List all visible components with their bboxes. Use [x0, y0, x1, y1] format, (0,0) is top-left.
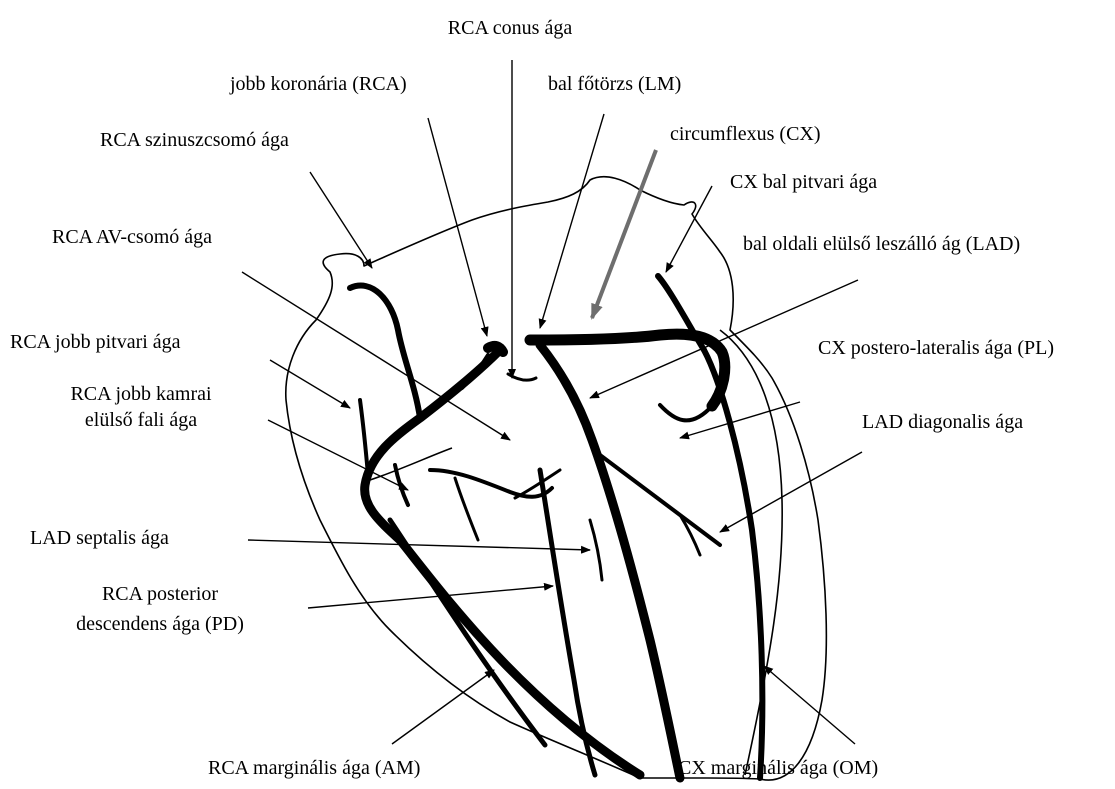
arrow-cx-atrial [666, 186, 712, 272]
arrow-rca-rv [268, 420, 408, 490]
arrow-cx-pl [680, 402, 800, 438]
arrow-cx-om [764, 666, 855, 744]
label-cx: circumflexus (CX) [670, 122, 821, 146]
arrow-rca-pd [308, 586, 553, 608]
label-lm: bal főtörzs (LM) [548, 72, 681, 96]
pointer-arrows [242, 60, 862, 744]
label-cx-pl: CX postero-lateralis ága (PL) [818, 336, 1054, 360]
arrow-lm [540, 114, 604, 328]
label-rca-pd-line1: RCA posterior [50, 582, 270, 606]
label-rca-pd-line2: descendens ága (PD) [50, 612, 270, 636]
label-rca-rv-line1: RCA jobb kamrai [36, 382, 246, 406]
label-lad-septal: LAD septalis ága [30, 526, 169, 550]
label-lad-diag: LAD diagonalis ága [862, 410, 1023, 434]
label-rca-sinus: RCA szinuszcsomó ága [100, 128, 289, 152]
label-cx-atrial: CX bal pitvari ága [730, 170, 877, 194]
label-cx-om: CX marginális ága (OM) [678, 756, 878, 780]
arrow-cx [592, 150, 656, 318]
label-rca-right-atrial: RCA jobb pitvari ága [10, 330, 181, 354]
label-lad: bal oldali elülső leszálló ág (LAD) [743, 232, 1020, 256]
arrow-rca-am [392, 670, 494, 744]
arrow-lad-septal [248, 540, 590, 550]
label-rca-rv-line2: elülső fali ága [36, 408, 246, 432]
arrow-rca-av [242, 272, 510, 440]
coronary-arteries [350, 276, 762, 778]
arrow-rca-right-atrial [270, 360, 350, 408]
arrow-rca [428, 118, 487, 336]
label-rca-av: RCA AV-csomó ága [52, 225, 212, 249]
label-rca-am: RCA marginális ága (AM) [208, 756, 420, 780]
label-rca-conus: RCA conus ága [410, 16, 610, 40]
label-rca: jobb koronária (RCA) [230, 72, 407, 96]
